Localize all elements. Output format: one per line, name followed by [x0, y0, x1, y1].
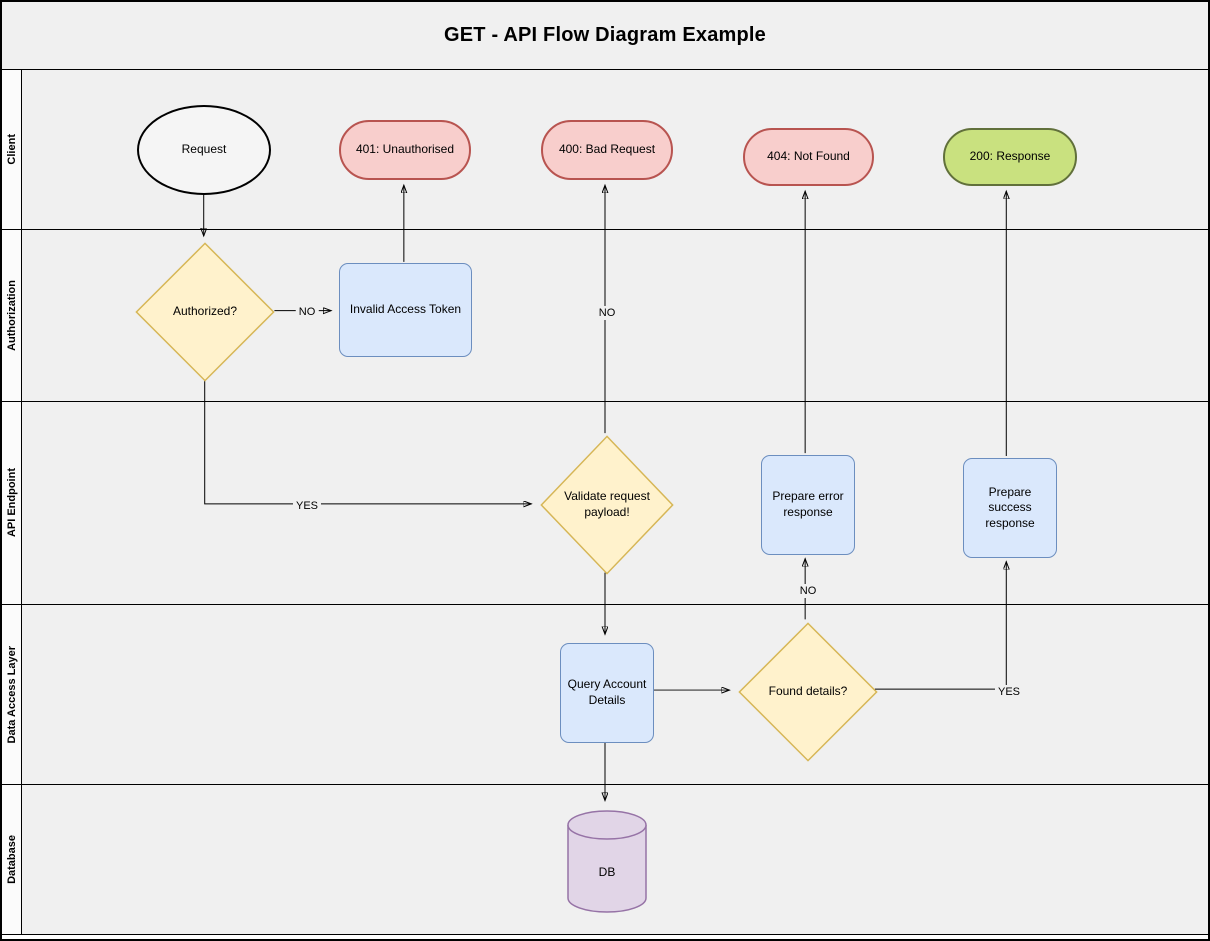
node-db-cylinder: DB	[567, 810, 647, 913]
node-prepare-error-response-label: Prepare error response	[772, 489, 844, 519]
edge-label-found-yes: YES	[994, 685, 1024, 699]
node-400-bad-request: 400: Bad Request	[541, 120, 673, 180]
decision-diamond-shape	[540, 435, 674, 575]
node-query-account-details-label: Query Account Details	[567, 677, 647, 707]
node-query-account-details: Query Account Details	[560, 643, 654, 743]
lane-database-header: Database	[2, 785, 22, 934]
node-prepare-error-response: Prepare error response	[761, 455, 855, 555]
node-200-response-label: 200: Response	[969, 149, 1051, 164]
lane-client-header: Client	[2, 70, 22, 229]
node-authorized-label: Authorized?	[172, 304, 238, 319]
node-401-unauthorised-label: 401: Unauthorised	[355, 142, 455, 157]
edge-label-authorized-yes: YES	[292, 499, 322, 513]
lane-client-label: Client	[5, 134, 18, 165]
database-cylinder-shape	[567, 810, 647, 913]
diagram-title-row: GET - API Flow Diagram Example	[2, 2, 1208, 70]
lane-api-endpoint-label: API Endpoint	[5, 468, 18, 538]
node-404-not-found: 404: Not Found	[743, 128, 874, 186]
edge-label-authorized-no: NO	[295, 305, 319, 319]
lane-authorization-header: Authorization	[2, 230, 22, 401]
node-db-label: DB	[598, 864, 616, 879]
node-request-label: Request	[181, 142, 227, 157]
lane-database-label: Database	[5, 835, 18, 884]
node-validate-request-payload-label: Validate request payload!	[564, 489, 650, 519]
node-401-unauthorised: 401: Unauthorised	[339, 120, 471, 180]
lane-data-access-layer-header: Data Access Layer	[2, 605, 22, 784]
lane-authorization-label: Authorization	[5, 280, 18, 351]
edge-label-found-no: NO	[796, 584, 820, 598]
node-invalid-access-token: Invalid Access Token	[339, 263, 472, 357]
node-prepare-success-response: Prepare success response	[963, 458, 1057, 558]
lane-data-access-layer-label: Data Access Layer	[5, 645, 18, 744]
node-authorized-decision: Authorized?	[135, 242, 275, 382]
edge-label-validate-no: NO	[595, 306, 619, 320]
decision-diamond-shape	[738, 622, 878, 762]
node-prepare-success-response-label: Prepare success response	[985, 484, 1035, 530]
node-200-response: 200: Response	[943, 128, 1077, 186]
node-found-details-label: Found details?	[768, 684, 848, 699]
node-404-not-found-label: 404: Not Found	[767, 149, 850, 164]
node-validate-request-payload: Validate request payload!	[540, 435, 674, 575]
decision-diamond-shape	[135, 242, 275, 382]
diagram-title: GET - API Flow Diagram Example	[444, 24, 766, 46]
node-found-details-decision: Found details?	[738, 622, 878, 762]
node-400-bad-request-label: 400: Bad Request	[558, 142, 656, 157]
node-request: Request	[137, 105, 271, 195]
node-invalid-access-token-label: Invalid Access Token	[349, 302, 462, 317]
lane-api-endpoint-header: API Endpoint	[2, 402, 22, 604]
